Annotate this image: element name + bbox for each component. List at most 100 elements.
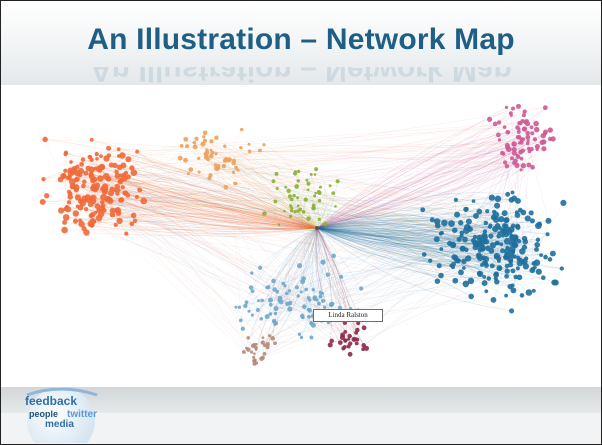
network-edge — [249, 151, 504, 155]
network-node — [501, 223, 508, 229]
network-edge — [286, 199, 306, 294]
network-node — [241, 350, 246, 354]
network-edge — [293, 195, 318, 230]
network-node — [465, 218, 472, 225]
network-node — [301, 209, 306, 214]
network-edge — [290, 205, 500, 269]
network-node — [307, 314, 311, 319]
network-edge — [91, 139, 496, 279]
network-edge — [248, 217, 494, 350]
network-edge — [83, 185, 462, 237]
network-edge — [42, 201, 442, 276]
network-edge — [97, 151, 521, 207]
network-edge — [316, 227, 493, 268]
network-edge — [125, 192, 286, 287]
network-edge — [316, 227, 553, 255]
network-edge — [60, 179, 255, 361]
network-node — [286, 188, 291, 194]
network-edge — [251, 315, 303, 353]
network-node — [79, 198, 84, 203]
network-node — [331, 191, 336, 195]
network-edge — [298, 122, 521, 207]
network-node — [528, 210, 534, 216]
network-edge — [128, 158, 318, 229]
network-node — [500, 248, 505, 254]
network-edge — [297, 197, 318, 231]
network-node — [303, 197, 308, 202]
network-edge — [345, 194, 508, 333]
network-node — [353, 337, 358, 342]
network-edge — [270, 304, 351, 310]
network-edge — [316, 133, 546, 229]
network-node — [309, 335, 314, 340]
network-node — [253, 358, 257, 362]
network-node — [356, 321, 361, 326]
network-node — [61, 173, 67, 178]
network-edge — [316, 223, 548, 235]
network-node — [134, 194, 139, 199]
network-edge — [316, 221, 478, 245]
network-edge — [316, 227, 519, 241]
network-edge — [316, 165, 508, 229]
network-node — [250, 350, 254, 354]
network-edge — [287, 259, 511, 305]
network-edge — [316, 209, 466, 229]
network-node — [510, 249, 516, 254]
network-node — [311, 203, 316, 208]
network-edge — [255, 223, 452, 349]
network-edge — [527, 143, 549, 221]
network-edge — [93, 179, 257, 348]
network-edge — [316, 227, 508, 257]
network-node — [547, 136, 553, 142]
network-edge — [216, 137, 318, 229]
footer-band — [1, 387, 601, 413]
network-node — [266, 285, 271, 290]
network-edge — [249, 149, 538, 152]
network-node — [306, 188, 310, 192]
network-edge — [143, 199, 512, 202]
network-node — [296, 294, 300, 298]
network-node — [459, 245, 466, 252]
network-node — [549, 250, 556, 257]
network-edge — [107, 198, 318, 229]
network-edge — [107, 178, 318, 229]
network-node — [255, 308, 260, 312]
network-edge — [316, 123, 537, 229]
network-edge — [70, 158, 107, 163]
network-edge — [315, 227, 359, 311]
network-edge — [90, 155, 110, 216]
network-edge — [316, 107, 507, 229]
network-node — [503, 237, 511, 245]
network-edge — [316, 227, 323, 301]
network-node — [311, 287, 315, 292]
network-edge — [313, 207, 325, 229]
network-node — [547, 127, 553, 133]
network-node — [534, 143, 540, 150]
network-node — [467, 277, 475, 285]
network-node — [185, 144, 190, 149]
network-node — [80, 157, 86, 162]
network-edge — [316, 227, 485, 278]
network-node — [529, 218, 535, 224]
network-node — [274, 171, 279, 176]
network-node — [433, 236, 440, 243]
network-node — [476, 208, 483, 215]
network-edge — [80, 174, 491, 237]
network-edge — [264, 213, 309, 219]
network-edge — [316, 225, 506, 233]
network-node — [99, 154, 103, 158]
network-node — [177, 155, 183, 161]
network-node — [65, 175, 71, 180]
network-edge — [243, 227, 318, 353]
network-node — [262, 343, 267, 348]
network-edge — [254, 237, 485, 346]
network-node — [526, 138, 530, 143]
network-edge — [314, 225, 438, 298]
network-node — [317, 190, 322, 195]
network-node — [281, 281, 285, 286]
network-edge — [316, 131, 509, 229]
network-edge — [211, 141, 520, 264]
network-node — [533, 259, 541, 266]
network-edge — [61, 210, 438, 222]
network-edge — [246, 227, 318, 303]
